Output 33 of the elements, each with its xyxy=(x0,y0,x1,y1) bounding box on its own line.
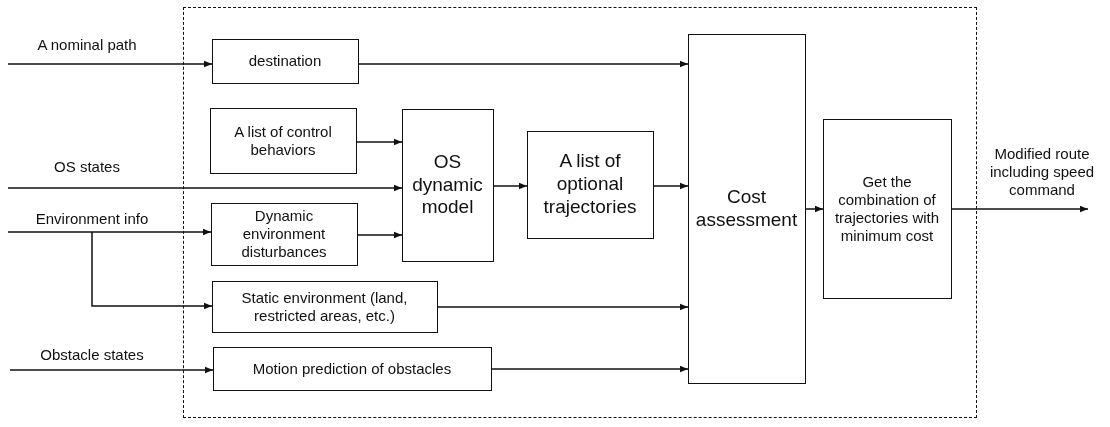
system-boundary xyxy=(183,7,977,418)
process-box xyxy=(687,33,806,384)
process-box xyxy=(401,108,494,262)
arrow xyxy=(9,366,214,374)
process-box xyxy=(209,107,357,174)
arrow xyxy=(357,231,403,239)
process-box xyxy=(822,118,952,299)
box-label: Motion prediction of obstacles xyxy=(251,359,453,378)
box-label: Cost assessment xyxy=(694,185,799,232)
arrow xyxy=(491,365,689,373)
arrow xyxy=(437,303,689,311)
process-box xyxy=(210,202,358,266)
arrow xyxy=(7,60,213,68)
process-box xyxy=(211,38,359,84)
arrow xyxy=(7,228,212,236)
arrow xyxy=(493,182,528,190)
box-label: A list of control behaviors xyxy=(233,122,333,159)
process-box xyxy=(526,130,654,239)
process-box xyxy=(212,346,492,391)
arrow xyxy=(805,205,824,213)
arrow xyxy=(7,184,403,192)
box-label: destination xyxy=(247,52,323,70)
arrow xyxy=(91,231,213,310)
arrow xyxy=(653,182,689,190)
box-label: Dynamic environment disturbances xyxy=(240,207,328,261)
box-label: A list of optional trajectories xyxy=(542,150,638,219)
arrow xyxy=(951,205,1089,213)
process-box xyxy=(211,280,438,333)
box-label: Get the combination of trajectories with minimum cost xyxy=(833,172,941,245)
arrow xyxy=(356,138,403,146)
box-label: Static environment (land, restricted areas, etc.) xyxy=(240,288,409,325)
box-label: OS dynamic model xyxy=(411,150,484,220)
arrow xyxy=(358,60,689,68)
